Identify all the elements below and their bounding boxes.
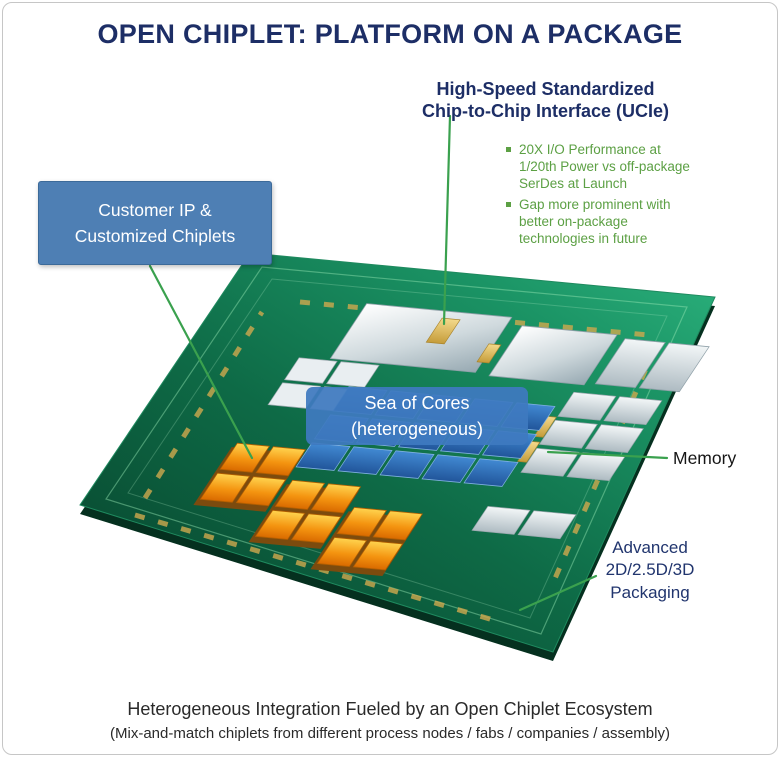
customer-ip-callout: Customer IP & Customized Chiplets xyxy=(38,181,272,265)
bullet-item: 20X I/O Performance at 1/20th Power vs o… xyxy=(506,141,706,192)
mirror-die-2 xyxy=(488,325,618,386)
leader-line-ucie xyxy=(442,114,452,326)
ucie-bullet-list: 20X I/O Performance at 1/20th Power vs o… xyxy=(506,141,706,247)
bullet-text: 20X I/O Performance at 1/20th Power vs o… xyxy=(519,142,690,191)
sea-of-cores-label: Sea of Cores (heterogeneous) xyxy=(306,387,528,445)
footer-line-1: Heterogeneous Integration Fueled by an O… xyxy=(127,699,653,719)
leader-line-memory xyxy=(546,450,669,460)
bullet-text: Gap more prominent with better on-packag… xyxy=(519,197,671,246)
footer-line-2: (Mix-and-match chiplets from different p… xyxy=(110,725,670,742)
custom-chiplet-stack-3 xyxy=(310,507,423,577)
bullet-square-icon xyxy=(506,202,511,207)
bullet-square-icon xyxy=(506,147,511,152)
custom-chiplet-stack-1 xyxy=(193,442,306,512)
custom-chiplet-stack-2 xyxy=(248,479,362,549)
ucie-interface-label: High-Speed Standardized Chip-to-Chip Int… xyxy=(422,79,669,121)
ucie-phy-gold-tiles xyxy=(425,317,557,463)
board-inner-outline xyxy=(105,266,688,635)
footer-caption: Heterogeneous Integration Fueled by an O… xyxy=(0,699,780,742)
leader-line-customer xyxy=(148,264,254,460)
leader-lines xyxy=(148,114,669,612)
slide-title: OPEN CHIPLET: PLATFORM ON A PACKAGE xyxy=(97,19,683,49)
memory-tile-grid xyxy=(520,391,663,482)
packaging-label: Advanced 2D/2.5D/3D Packaging xyxy=(605,538,695,602)
mirror-dies xyxy=(329,303,710,393)
board-inner-outline-2 xyxy=(127,278,668,619)
mirror-die-3 xyxy=(594,338,666,388)
memory-label: Memory xyxy=(673,448,737,468)
bottom-right-tiles xyxy=(471,505,577,540)
bullet-item: Gap more prominent with better on-packag… xyxy=(506,196,706,247)
mirror-die-4 xyxy=(638,342,710,393)
leader-line-packaging xyxy=(518,574,598,612)
